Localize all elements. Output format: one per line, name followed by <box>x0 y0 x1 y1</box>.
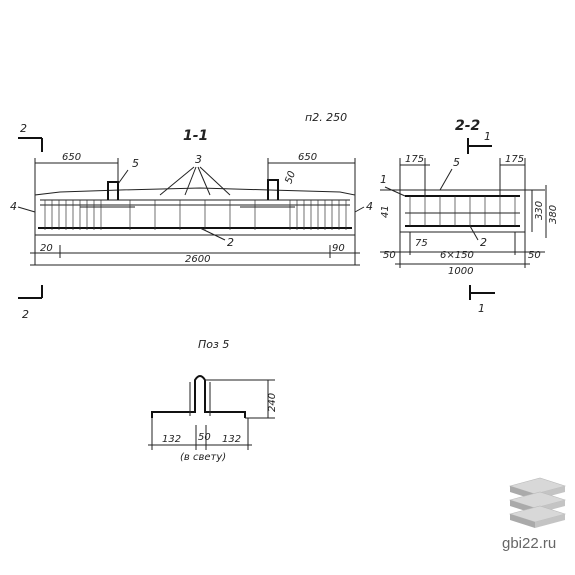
loop-shape <box>151 375 246 418</box>
section-2-2-title: 2-2 <box>455 118 480 134</box>
dim-inner-height: 330 <box>534 201 545 220</box>
detail-dim-height: 240 <box>267 393 278 412</box>
lifting-loops <box>80 179 295 208</box>
dim-left-end: 650 <box>62 152 81 163</box>
pos-5-label: 5 <box>132 157 139 170</box>
dim-right-end: 650 <box>298 152 317 163</box>
section-2-bottom-dimensions: 50 75 6×150 50 2 1000 <box>380 225 545 277</box>
sheet-reference: п2. 250 <box>305 111 347 124</box>
section-2-top-dimensions: 175 175 5 1 <box>380 154 526 197</box>
dim-bottom-left: 20 <box>40 243 53 254</box>
dim-side: 41 <box>380 205 391 218</box>
cross-section-box <box>380 189 545 233</box>
detail-dim-left: 132 <box>162 434 181 445</box>
dim-outer-height: 380 <box>548 205 559 224</box>
cut-mark-top-right: 1 <box>467 130 492 154</box>
section-2-side-dimensions: 330 380 41 <box>380 185 559 238</box>
dim-hook-height: 50 <box>283 170 298 186</box>
cut-mark-bottom-left: 2 <box>18 285 43 321</box>
dim-bottom-left-s2: 50 <box>383 250 396 261</box>
position-leaders: 5 3 2 4 4 <box>10 153 373 249</box>
watermark-text: gbi22.ru <box>502 535 556 552</box>
dim-width: 1000 <box>448 266 473 277</box>
detail-poz-5: Поз 5 240 132 50 132 (в свету) <box>148 338 278 463</box>
section-1-1-title: 1-1 <box>183 128 208 144</box>
dim-top-right: 175 <box>505 154 524 165</box>
pos-2-label: 2 <box>227 236 234 249</box>
pos-3-label: 3 <box>195 153 202 166</box>
dim-spacing: 6×150 <box>440 250 474 261</box>
svg-text:2: 2 <box>20 122 27 135</box>
stirrups <box>44 200 347 230</box>
dim-top-left: 175 <box>405 154 424 165</box>
top-dimensions: 650 650 50 <box>34 152 356 195</box>
svg-text:1: 1 <box>478 302 485 315</box>
cut-mark-top-left: 2 <box>18 122 43 152</box>
pos-5-label-s2: 5 <box>453 156 460 169</box>
svg-text:2: 2 <box>22 308 29 321</box>
dim-cover: 75 <box>415 238 428 249</box>
pos-2-label-s2: 2 <box>480 236 487 249</box>
dim-bottom-right-s2: 50 <box>528 250 541 261</box>
pos-4-left-label: 4 <box>10 200 17 213</box>
section-2-2: 2-2 1 1 <box>380 118 559 315</box>
stacked-slabs-icon <box>508 477 567 528</box>
cut-mark-bottom-right: 1 <box>469 285 495 315</box>
detail-note: (в свету) <box>180 452 226 463</box>
dim-total-length: 2600 <box>185 254 210 265</box>
dim-bottom-right: 90 <box>332 243 345 254</box>
section-1-1: 1-1 2 2 <box>10 122 373 321</box>
pos-4-right-label: 4 <box>366 200 373 213</box>
bottom-dimensions: 20 90 2600 <box>30 235 360 266</box>
detail-dim-right: 132 <box>222 434 241 445</box>
pos-1-label-s2: 1 <box>380 173 387 186</box>
watermark: gbi22.ru <box>502 477 567 552</box>
detail-dim-mid: 50 <box>198 432 211 443</box>
svg-text:1: 1 <box>484 130 491 143</box>
slab-outline <box>34 187 356 236</box>
detail-title: Поз 5 <box>198 338 229 351</box>
